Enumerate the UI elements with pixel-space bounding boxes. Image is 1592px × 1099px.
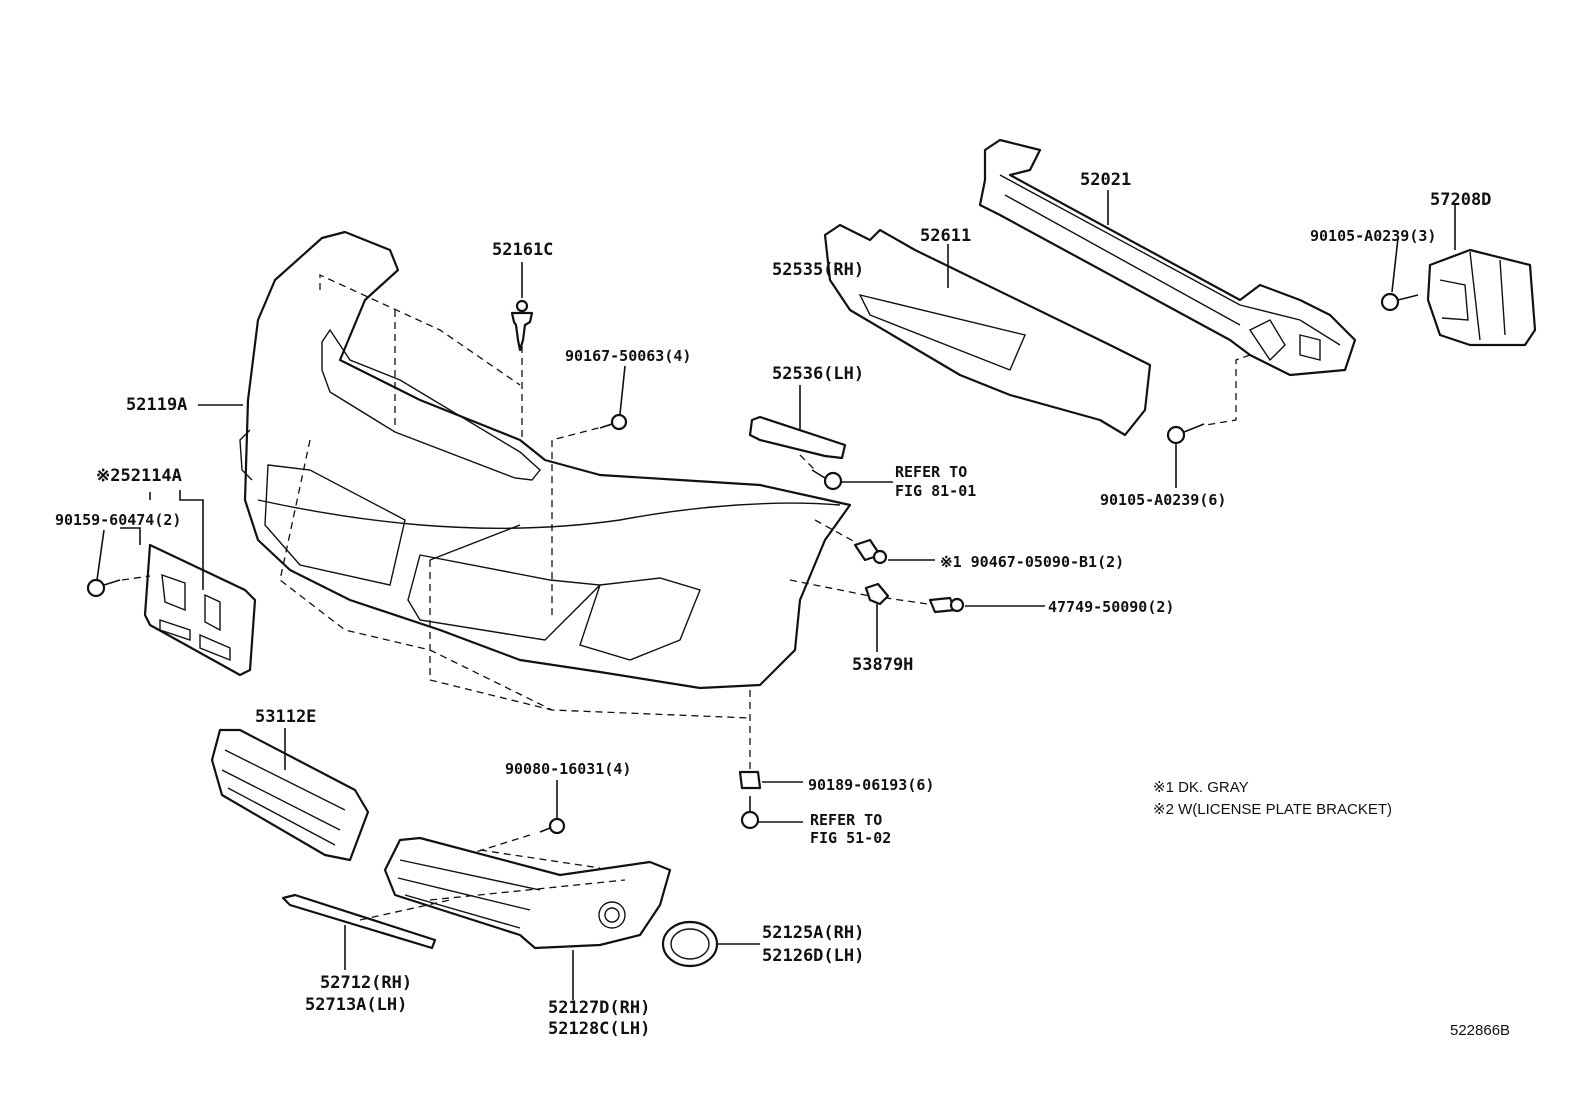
label-90189: 90189-06193(6) [808,776,935,794]
label-90105-6: 90105-A0239(6) [1100,491,1227,509]
label-52536: 52536(LH) [772,364,865,384]
label-90159: 90159-60474(2) [55,511,182,529]
label-52161c: 52161C [492,240,554,260]
label-52128c: 52128C(LH) [548,1019,651,1039]
clip-90189-icon [738,770,762,790]
clip-90467-icon [853,538,888,565]
bumper-reinforcement-beam[interactable] [978,138,1357,377]
bumper-retainer[interactable] [748,415,847,460]
nut-53879h-icon [864,582,890,606]
screw-90167-icon [599,413,628,431]
label-52127d: 52127D(RH) [548,998,651,1018]
note-mark-2: ※2 [96,466,121,486]
label-52713a: 52713A(LH) [305,995,408,1015]
note-mark-1: ※1 [940,553,962,571]
legend-note-2: ※2 W(LICENSE PLATE BRACKET) [1153,801,1393,818]
label-refer-51-b: FIG 51-02 [810,829,892,847]
license-plate-bracket[interactable] [143,543,257,677]
clip-52161c-icon [510,299,534,352]
label-52021: 52021 [1080,170,1132,190]
screw-90080-icon [539,817,566,835]
label-90467-number: 90467-05090-B1(2) [970,553,1125,571]
label-90105-3: 90105-A0239(3) [1310,227,1437,245]
label-47749: 47749-50090(2) [1048,598,1175,616]
label-90467: ※1 90467-05090-B1(2) [940,552,1124,572]
fog-lamp-ring[interactable] [661,920,719,968]
label-52125a: 52125A(RH) [762,923,865,943]
screw-90159-icon [86,578,121,598]
bumper-molding[interactable] [281,893,437,950]
label-52114a-number: 52114A [120,466,182,486]
bumper-energy-absorber[interactable] [823,223,1152,437]
label-52611: 52611 [920,226,972,246]
legend-note-1: ※1 DK. GRAY [1153,779,1249,796]
lower-grille-fog-bezel[interactable] [383,836,672,950]
label-52126d: 52126D(LH) [762,946,865,966]
label-90167: 90167-50063(4) [565,347,692,365]
label-refer-51-a: REFER TO [810,811,883,829]
label-refer-81-a: REFER TO [895,463,968,481]
bolt-90105-lower-icon [1166,423,1205,445]
front-bumper-cover[interactable] [239,230,852,690]
label-57208d: 57208D [1430,190,1492,210]
label-52712: 52712(RH) [320,973,413,993]
bolt-fig51-icon [740,796,760,830]
label-52114a: ※252114A [96,466,182,486]
label-refer-81-b: FIG 81-01 [895,482,977,500]
label-53879h: 53879H [852,655,914,675]
label-53112e: 53112E [255,707,317,727]
label-90080: 90080-16031(4) [505,760,632,778]
bolt-90105-upper-icon [1380,292,1419,312]
bolt-fig81-icon [811,469,843,491]
diagram-id: 522866B [1450,1022,1511,1039]
screw-47749-icon [928,596,965,614]
label-52535: 52535(RH) [772,260,865,280]
label-52119a: 52119A [126,395,188,415]
bumper-side-bracket[interactable] [1426,248,1537,347]
radiator-grille[interactable] [210,728,370,862]
